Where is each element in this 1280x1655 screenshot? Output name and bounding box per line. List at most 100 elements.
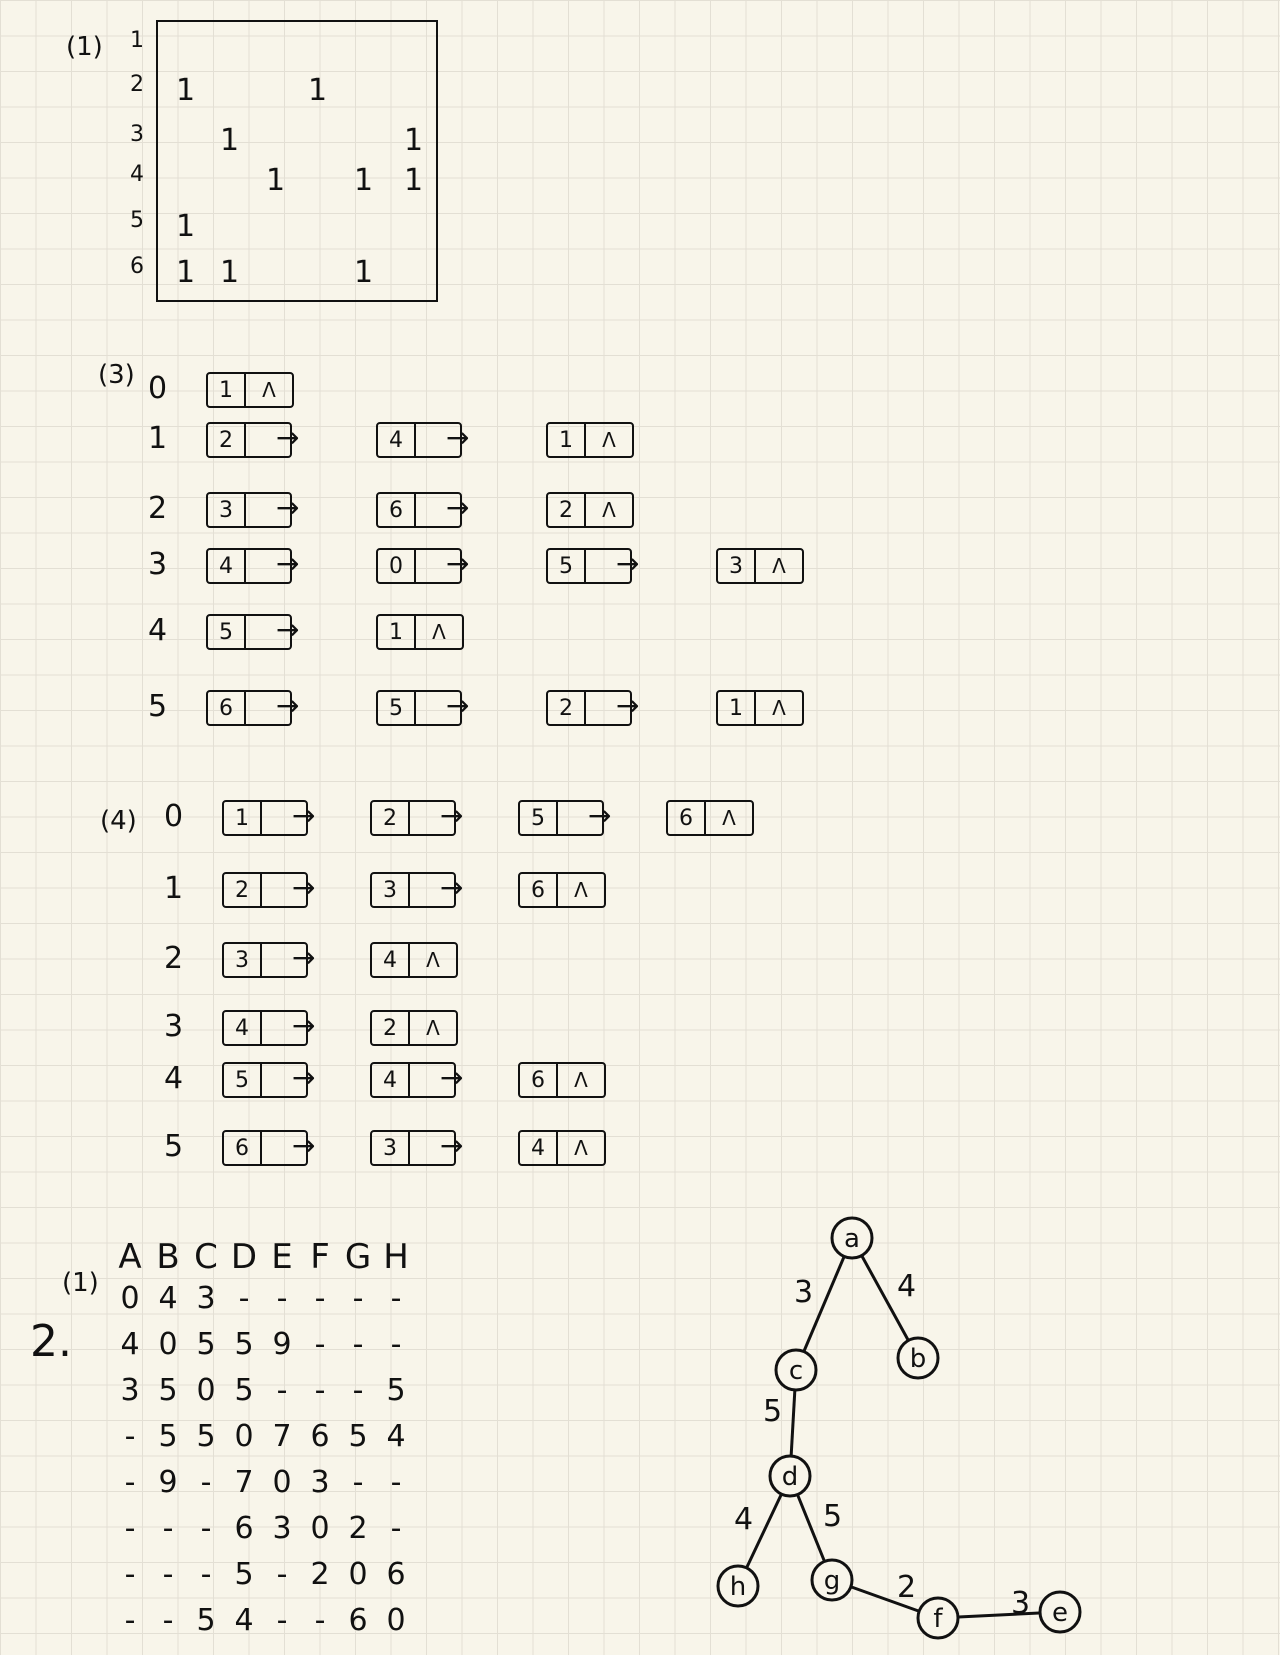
arrow-icon: →: [292, 1061, 316, 1094]
row-label: 4: [130, 162, 144, 187]
list-node: 6: [206, 690, 292, 726]
list-node: 5: [518, 800, 604, 836]
arrow-icon: →: [588, 799, 612, 832]
matrix-cell: 6: [310, 1419, 330, 1454]
node-value: 6: [520, 1064, 558, 1096]
list-head-index: 2: [164, 941, 184, 976]
matrix-cell: 3: [196, 1281, 216, 1316]
node-value: 3: [718, 550, 756, 582]
matrix-cell: -: [162, 1511, 174, 1546]
matrix-cell: -: [276, 1281, 288, 1316]
matrix-cell: 0: [310, 1511, 330, 1546]
list-node: 3: [370, 1130, 456, 1166]
arrow-icon: →: [292, 1129, 316, 1162]
section2-number: 2.: [30, 1316, 72, 1367]
matrix-cell: -: [200, 1511, 212, 1546]
null-pointer: Λ: [772, 554, 786, 578]
matrix-cell: 5: [196, 1327, 216, 1362]
list-node: 3: [370, 872, 456, 908]
node-value: 1: [224, 802, 262, 834]
arrow-icon: →: [276, 689, 300, 722]
row-label: 5: [130, 208, 144, 233]
node-value: 4: [372, 944, 410, 976]
tree-node: [916, 1596, 960, 1640]
arrow-icon: →: [446, 421, 470, 454]
node-value: 2: [548, 494, 586, 526]
matrix-cell: 5: [386, 1373, 406, 1408]
matrix-cell: 0: [386, 1603, 406, 1638]
matrix-cell: -: [124, 1419, 136, 1454]
matrix-entry: 1: [176, 209, 196, 244]
list-head-index: 1: [148, 421, 168, 456]
null-pointer: Λ: [432, 620, 446, 644]
matrix-cell: 4: [120, 1327, 140, 1362]
list-head-index: 3: [164, 1009, 184, 1044]
list-node: 6: [376, 492, 462, 528]
list-head-index: 3: [148, 547, 168, 582]
matrix-entry: 1: [176, 73, 196, 108]
matrix-cell: -: [314, 1327, 326, 1362]
arrow-icon: →: [616, 547, 640, 580]
node-value: 1: [208, 374, 246, 406]
list-node: 4: [376, 422, 462, 458]
edge-weight: 5: [823, 1499, 842, 1534]
matrix-cell: 7: [272, 1419, 292, 1454]
node-value: 1: [718, 692, 756, 724]
list-node: 3: [222, 942, 308, 978]
list-node: 5: [206, 614, 292, 650]
matrix-cell: 0: [158, 1327, 178, 1362]
matrix-cell: 6: [348, 1603, 368, 1638]
null-pointer: Λ: [602, 498, 616, 522]
matrix-cell: -: [390, 1281, 402, 1316]
tree-node: [716, 1564, 760, 1608]
matrix-cell: -: [352, 1373, 364, 1408]
tree-node: [830, 1216, 874, 1260]
matrix-cell: 5: [158, 1419, 178, 1454]
node-value: 5: [548, 550, 586, 582]
matrix-cell: 6: [234, 1511, 254, 1546]
arrow-icon: →: [440, 799, 464, 832]
node-value: 6: [224, 1132, 262, 1164]
tree-node-label: f: [933, 1604, 943, 1634]
tree-node-label: b: [910, 1344, 927, 1374]
matrix-cell: -: [162, 1557, 174, 1592]
node-value: 6: [378, 494, 416, 526]
list-node: 1: [222, 800, 308, 836]
matrix-cell: 2: [310, 1557, 330, 1592]
list-head-index: 2: [148, 491, 168, 526]
edge-weight: 3: [1011, 1586, 1030, 1621]
part3-label: (3): [98, 360, 135, 390]
matrix-entry: 1: [354, 163, 374, 198]
matrix-entry: 1: [220, 255, 240, 290]
matrix-cell: 5: [158, 1373, 178, 1408]
matrix-column-header: A: [118, 1237, 142, 1277]
tree-node: [1038, 1590, 1082, 1634]
matrix-cell: 5: [234, 1373, 254, 1408]
node-value: 4: [378, 424, 416, 456]
null-pointer: Λ: [262, 378, 276, 402]
matrix-cell: -: [124, 1465, 136, 1500]
arrow-icon: →: [446, 491, 470, 524]
node-value: 1: [548, 424, 586, 456]
matrix-cell: 5: [348, 1419, 368, 1454]
tree-node-label: c: [789, 1356, 803, 1386]
matrix-cell: 5: [196, 1419, 216, 1454]
matrix-cell: -: [314, 1281, 326, 1316]
list-head-index: 0: [148, 371, 168, 406]
null-pointer: Λ: [426, 1016, 440, 1040]
list-node: 2: [370, 800, 456, 836]
matrix-cell: -: [200, 1557, 212, 1592]
node-value: 3: [208, 494, 246, 526]
tree-node: [810, 1558, 854, 1602]
matrix-column-header: B: [156, 1237, 180, 1277]
edge-weight: 3: [794, 1275, 813, 1310]
node-value: 6: [520, 874, 558, 906]
tree-node-label: e: [1052, 1598, 1068, 1628]
node-value: 0: [378, 550, 416, 582]
list-node: 4: [206, 548, 292, 584]
